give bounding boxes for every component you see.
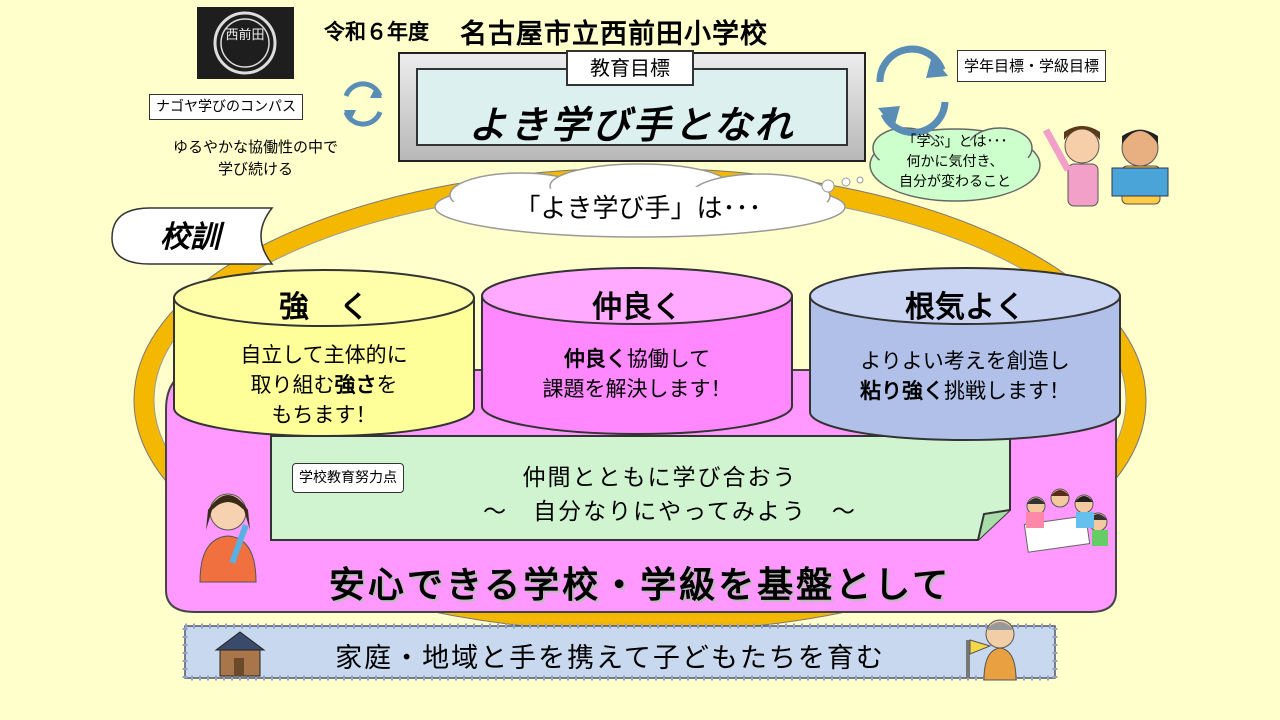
cloud-shape [434,163,864,238]
girl-studying-illustration [199,493,257,583]
house-icon [214,631,266,677]
grade-goals-label: 学年目標・学級目標 [957,50,1107,82]
pillar-strong-description: 自立して主体的に 取り組む強さを もちます！ [240,343,408,427]
motto-tab [111,207,274,265]
bubble-line1: 「学ぶ」とは･･･ [902,134,1008,150]
pillar-strong-title: 強 く [279,290,369,325]
fiscal-year-label: 令和６年度 [324,20,429,44]
school-motto-label: 校訓 [160,220,220,255]
compass-description: ゆるやかな協働性の中で 学び続ける [148,136,363,180]
effort-line1: 仲間とともに学び合おう [522,465,798,491]
compass-desc-line1: ゆるやかな協働性の中で [172,138,338,156]
school-name: 名古屋市立西前田小学校 [460,19,768,50]
bubble-line3: 自分が変わること [899,174,1011,190]
cycle-arrows-left-icon [343,81,383,127]
group-discussion-illustration [1023,488,1108,553]
foundation-text: 安心できる学校・学級を基盤として [328,565,952,606]
emblem-icon: 西前田 [213,11,277,75]
cylinder-persistent [809,267,1121,441]
bubble-line2: 何かに気付き、 [906,154,1004,170]
pillar-persistent-description: よりよい考えを創造し 粘り強く挑戦します！ [860,349,1070,403]
thought-bubble [869,127,1041,202]
effort-focus-label: 学校教育努力点 [292,463,404,493]
learning-definition: 「学ぶ」とは･･･ 何かに気付き、 自分が変わること [872,132,1038,192]
pillar-friendly-description: 仲良く協働して 課題を解決します！ [542,347,732,401]
goal-label: 教育目標 [566,50,694,86]
community-text: 家庭・地域と手を携えて子どもたちを育む [335,643,885,674]
good-learner-heading: 「よき学び手」は･･･ [514,194,762,224]
pillar-persistent-title: 根気よく [905,290,1025,325]
cylinder-strong [173,269,475,437]
pillar-friendly-title: 仲良く [592,290,682,325]
compass-label: ナゴヤ学びのコンパス [149,94,303,120]
children-reading-illustration [1042,126,1169,207]
compass-desc-line2: 学び続ける [217,160,293,178]
goal-text: よき学び手となれ [468,103,796,147]
cycle-arrows-right-icon [876,45,949,137]
effort-line2: ～ 自分なりにやってみよう ～ [483,499,857,525]
school-emblem: 西前田 [197,7,294,79]
cylinder-friendly [481,267,793,435]
emblem-line1: 西前田 [225,27,264,43]
elder-with-flag-illustration [966,619,1017,681]
